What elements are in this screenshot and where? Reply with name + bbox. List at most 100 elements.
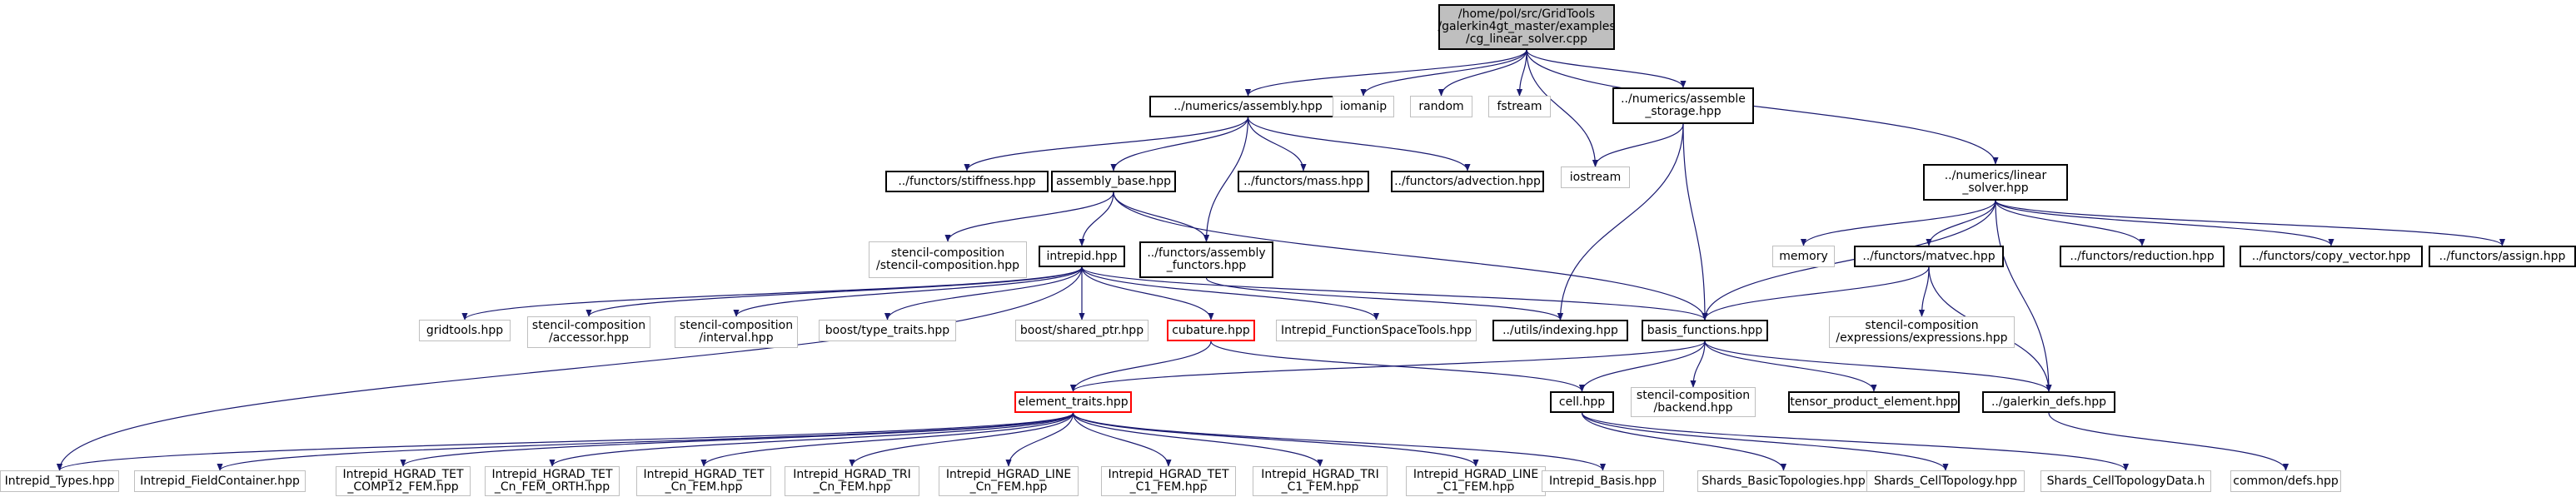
node-mass[interactable]: ../functors/mass.hpp xyxy=(1238,171,1369,192)
node-indexing[interactable]: ../utils/indexing.hpp xyxy=(1492,320,1628,341)
edge-linear_solver-to-copy_vector xyxy=(1995,200,2334,246)
node-basis-functions[interactable]: basis_functions.hpp xyxy=(1642,320,1768,341)
edge-assembly_base-to-intrepid xyxy=(1079,191,1114,246)
node-cell-topology: Shards_CellTopology.hpp xyxy=(1866,470,2025,492)
edge-element_traits-to-hgrad_tet_c1 xyxy=(1072,412,1172,467)
edge-root-to-assemble_storage xyxy=(1526,49,1687,88)
edge-element_traits-to-intrepid_types xyxy=(57,412,1074,471)
node-common-defs: common/defs.hpp xyxy=(2230,470,2341,492)
edge-basis_functions-to-cell xyxy=(1578,340,1706,392)
edge-element_traits-to-hgrad_tri_c1 xyxy=(1072,412,1323,467)
node-hgrad-line-cn: Intrepid_HGRAD_LINE _Cn_FEM.hpp xyxy=(939,466,1079,496)
node-root: /home/pol/src/GridTools /galerkin4gt_mas… xyxy=(1437,4,1616,50)
node-iomanip: iomanip xyxy=(1333,96,1394,117)
edge-linear_solver-to-assign xyxy=(1995,200,2505,246)
edge-intrepid-to-cubature xyxy=(1081,266,1214,321)
node-matvec[interactable]: ../functors/matvec.hpp xyxy=(1854,246,2004,267)
edge-assembly_base-to-basis_functions xyxy=(1113,191,1708,321)
node-stencil-comp: stencil-composition /stencil-composition… xyxy=(869,241,1027,278)
edge-intrepid-to-interval xyxy=(733,266,1083,317)
edge-cell-to-cell_topology_data xyxy=(1581,412,2129,471)
edge-cubature-to-element_traits xyxy=(1069,340,1212,392)
node-hgrad-tet-cn: Intrepid_HGRAD_TET _Cn_FEM.hpp xyxy=(636,466,771,496)
node-intrepid-basis: Intrepid_Basis.hpp xyxy=(1542,470,1664,492)
edge-assemble_storage-to-basis_functions xyxy=(1682,123,1708,321)
node-random: random xyxy=(1410,96,1472,117)
edge-basis_functions-to-backend xyxy=(1690,340,1706,388)
edge-element_traits-to-hgrad_line_c1 xyxy=(1072,412,1479,467)
node-shared-ptr: boost/shared_ptr.hpp xyxy=(1015,320,1148,341)
edge-root-to-assembly xyxy=(1244,49,1527,97)
node-gridtools: gridtools.hpp xyxy=(419,320,511,341)
edge-assembly-to-assembly_base xyxy=(1110,117,1249,171)
node-reduction[interactable]: ../functors/reduction.hpp xyxy=(2060,246,2225,267)
node-expressions: stencil-composition /expressions/express… xyxy=(1829,316,2015,348)
edge-assemble_storage-to-iostream xyxy=(1592,123,1684,167)
edge-intrepid-to-intrepid_types xyxy=(56,266,1083,471)
edge-linear_solver-to-galerkin_defs xyxy=(1995,200,2052,392)
edge-linear_solver-to-memory xyxy=(1800,200,1996,246)
node-iostream: iostream xyxy=(1561,167,1630,188)
edge-linear_solver-to-matvec xyxy=(1926,200,1996,246)
node-hgrad-line-c1: Intrepid_HGRAD_LINE _C1_FEM.hpp xyxy=(1406,466,1546,496)
edge-assembly-to-mass xyxy=(1247,117,1307,171)
node-linear-solver[interactable]: ../numerics/linear _solver.hpp xyxy=(1923,164,2068,201)
edge-basis_functions-to-galerkin_defs xyxy=(1704,340,2052,392)
edge-element_traits-to-hgrad_tet_cn xyxy=(700,412,1074,467)
node-assembly-base[interactable]: assembly_base.hpp xyxy=(1051,171,1176,192)
edge-root-to-iomanip xyxy=(1360,49,1527,97)
edge-root-to-linear_solver xyxy=(1526,49,1999,165)
node-cubature[interactable]: cubature.hpp xyxy=(1167,320,1255,341)
edge-element_traits-to-hgrad_tet_comp12 xyxy=(400,412,1074,467)
edge-matvec-to-expressions xyxy=(1918,266,1930,317)
node-fspace-tools: Intrepid_FunctionSpaceTools.hpp xyxy=(1276,320,1477,341)
edge-assembly-to-assembly_functors xyxy=(1203,117,1249,242)
node-accessor: stencil-composition /accessor.hpp xyxy=(527,316,650,348)
node-stiffness[interactable]: ../functors/stiffness.hpp xyxy=(885,171,1049,192)
edge-assemble_storage-to-indexing xyxy=(1557,123,1684,321)
edge-assembly_base-to-stencil_comp xyxy=(944,191,1114,242)
edge-intrepid-to-accessor xyxy=(585,266,1083,317)
edge-assembly_base-to-assembly_functors xyxy=(1113,191,1210,242)
node-assign[interactable]: ../functors/assign.hpp xyxy=(2429,246,2576,267)
node-backend: stencil-composition /backend.hpp xyxy=(1631,387,1756,417)
node-hgrad-tri-c1: Intrepid_HGRAD_TRI _C1_FEM.hpp xyxy=(1253,466,1388,496)
node-basic-topologies: Shards_BasicTopologies.hpp xyxy=(1697,470,1870,492)
edge-intrepid-to-type_traits xyxy=(884,266,1083,321)
node-hgrad-tet-comp12: Intrepid_HGRAD_TET _COMP12_FEM.hpp xyxy=(336,466,471,496)
edge-matvec-to-basis_functions xyxy=(1702,266,1930,321)
node-cell-topology-data: Shards_CellTopologyData.h xyxy=(2040,470,2211,492)
edge-linear_solver-to-basis_functions xyxy=(1702,200,1996,321)
node-hgrad-tet-c1: Intrepid_HGRAD_TET _C1_FEM.hpp xyxy=(1101,466,1236,496)
node-element-traits[interactable]: element_traits.hpp xyxy=(1014,391,1132,413)
node-cell[interactable]: cell.hpp xyxy=(1550,391,1614,413)
edge-element_traits-to-hgrad_tet_cn_orth xyxy=(549,412,1074,467)
node-tensor-product[interactable]: tensor_product_element.hpp xyxy=(1788,391,1960,413)
node-advection[interactable]: ../functors/advection.hpp xyxy=(1391,171,1544,192)
node-hgrad-tri-cn: Intrepid_HGRAD_TRI _Cn_FEM.hpp xyxy=(785,466,919,496)
edge-assembly-to-advection xyxy=(1247,117,1471,171)
edge-linear_solver-to-reduction xyxy=(1995,200,2145,246)
edge-element_traits-to-hgrad_line_cn xyxy=(1005,412,1074,467)
edge-cell-to-cell_topology xyxy=(1581,412,1949,471)
edge-cell-to-basic_topologies xyxy=(1581,412,1787,471)
edge-basis_functions-to-tensor_product xyxy=(1704,340,1877,392)
node-assembly[interactable]: ../numerics/assembly.hpp xyxy=(1149,96,1347,117)
edge-intrepid-to-fspace_tools xyxy=(1081,266,1380,321)
node-assembly-functors[interactable]: ../functors/assembly _functors.hpp xyxy=(1139,241,1273,278)
node-field-container: Intrepid_FieldContainer.hpp xyxy=(134,470,306,492)
node-copy-vector[interactable]: ../functors/copy_vector.hpp xyxy=(2240,246,2423,267)
edge-element_traits-to-intrepid_basis xyxy=(1072,412,1606,471)
node-hgrad-tet-cn-orth: Intrepid_HGRAD_TET _Cn_FEM_ORTH.hpp xyxy=(485,466,620,496)
node-memory: memory xyxy=(1772,246,1835,267)
edge-basis_functions-to-element_traits xyxy=(1070,340,1706,392)
node-fstream: fstream xyxy=(1488,96,1551,117)
edge-assembly-to-stiffness xyxy=(964,117,1249,171)
edge-root-to-random xyxy=(1437,49,1527,97)
node-interval: stencil-composition /interval.hpp xyxy=(675,316,798,348)
node-assemble-storage[interactable]: ../numerics/assemble _storage.hpp xyxy=(1612,87,1754,124)
node-galerkin-defs[interactable]: ../galerkin_defs.hpp xyxy=(1982,391,2115,413)
node-intrepid[interactable]: intrepid.hpp xyxy=(1039,246,1125,267)
edge-intrepid-to-basis_functions xyxy=(1081,266,1708,321)
